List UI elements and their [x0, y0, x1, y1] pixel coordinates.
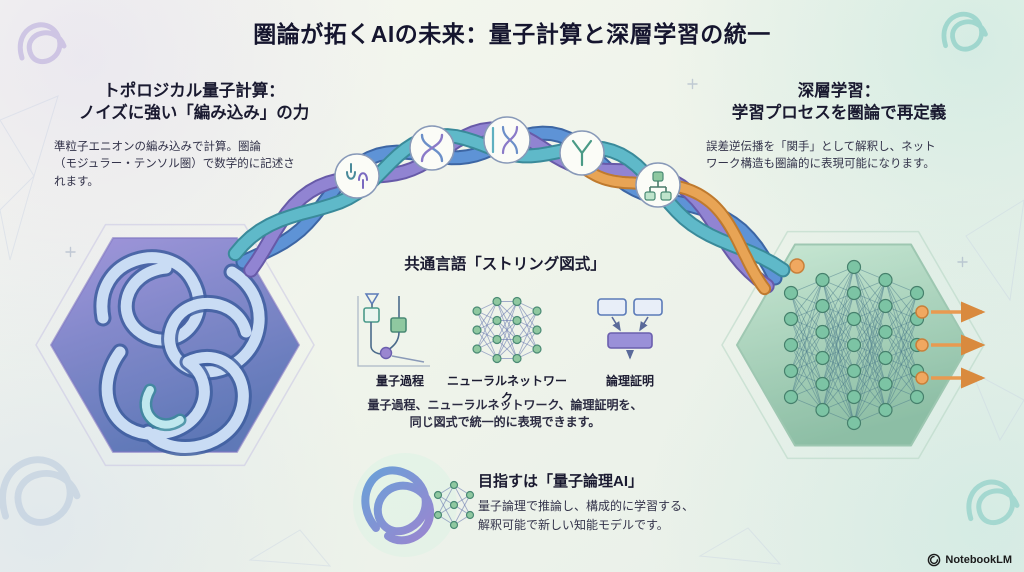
- right-section-heading: 深層学習： 学習プロセスを圏論で再定義: [688, 80, 990, 125]
- caption-line1: 量子過程、ニューラルネットワーク、論理証明を、: [367, 398, 643, 412]
- hexagon-echo-outline: [721, 230, 985, 460]
- goal-section-heading: 目指すは「量子論理AI」: [478, 473, 644, 490]
- right-body-line2: ワーク構造も圏論的に表現可能になります。: [706, 158, 935, 171]
- deep-learning-hexagon-illustration: [721, 230, 986, 460]
- goal-section-body: 量子論理で推論し、構成的に学習する、 解釈可能で新しい知能モデルです。: [478, 497, 738, 534]
- right-section-body: 誤差逆伝播を「関手」として解釈し、ネット ワーク構造も圏論的に表現可能になります…: [706, 139, 978, 174]
- right-body-line1: 誤差逆伝播を「関手」として解釈し、ネット: [706, 141, 936, 153]
- mini-neural-network-icon: [472, 296, 542, 364]
- watermark-label: NotebookLM: [945, 554, 1012, 566]
- merge-tree-icon: [559, 130, 605, 176]
- hexagon-right: [736, 243, 970, 447]
- glow-circle: [353, 453, 457, 557]
- input-node-orange: [789, 258, 805, 274]
- left-heading-line2: ノイズに強い「編み込み」の力: [78, 104, 310, 123]
- braid-crossing-icon: [409, 125, 455, 171]
- topological-knot-icon: [93, 249, 268, 457]
- notebooklm-logo: [928, 553, 941, 567]
- output-arrows-icon: [915, 301, 986, 389]
- caption-line2: 同じ図式で統一的に表現できます。: [409, 415, 601, 430]
- logic-proof-diagram-icon: [597, 298, 663, 360]
- left-body-line3: れます。: [54, 175, 99, 188]
- diagram-label-logic-proof: 論理証明: [605, 374, 654, 388]
- left-body-line1: 準粒子エニオンの編み込みで計算。圏論: [54, 141, 261, 153]
- center-section-caption: 量子過程、ニューラルネットワーク、論理証明を、 同じ図式で統一的に表現できます。: [320, 397, 690, 432]
- left-body-line2: （モジュラー・テンソル圏）で数学的に記述さ: [54, 158, 295, 171]
- braid-strands-icon: [483, 116, 531, 164]
- hexagon-echo-outline: [35, 223, 315, 467]
- corner-knot-icon: [966, 479, 1020, 525]
- diagram-label-neural-network: ニューラルネットワーク: [446, 374, 567, 405]
- left-section-heading: トポロジカル量子計算： ノイズに強い「編み込み」の力: [38, 80, 350, 125]
- small-network-icon: [433, 480, 475, 530]
- right-heading-line1: 深層学習：: [797, 82, 881, 100]
- right-heading-line2: 学習プロセスを圏論で再定義: [731, 104, 947, 123]
- left-section-body: 準粒子エニオンの編み込みで計算。圏論 （モジュラー・テンソル圏）で数学的に記述さ…: [54, 139, 346, 191]
- left-heading-line1: トポロジカル量子計算：: [103, 82, 285, 100]
- goal-body-line2: 解釈可能で新しい知能モデルです。: [478, 517, 669, 532]
- tree-diagram-icon: [635, 162, 681, 208]
- page-title: 圏論が拓くAIの未来：量子計算と深層学習の統一: [253, 21, 771, 47]
- small-knot-icon: [361, 466, 435, 545]
- goal-body-line1: 量子論理で推論し、構成的に学習する、: [478, 499, 695, 513]
- watermark: NotebookLM: [927, 553, 1012, 567]
- quantum-process-diagram-icon: [357, 293, 430, 367]
- quantum-hexagon-illustration: [35, 223, 315, 467]
- neural-network-icon: [783, 259, 925, 431]
- corner-knot-icon: [0, 456, 81, 526]
- hexagon-left: [50, 237, 300, 453]
- quantum-logic-ai-icon: [353, 453, 475, 557]
- center-section-heading: 共通言語「ストリング図式」: [404, 256, 606, 273]
- diagram-label-quantum-process: 量子過程: [375, 374, 424, 388]
- braid-badges: [334, 116, 681, 208]
